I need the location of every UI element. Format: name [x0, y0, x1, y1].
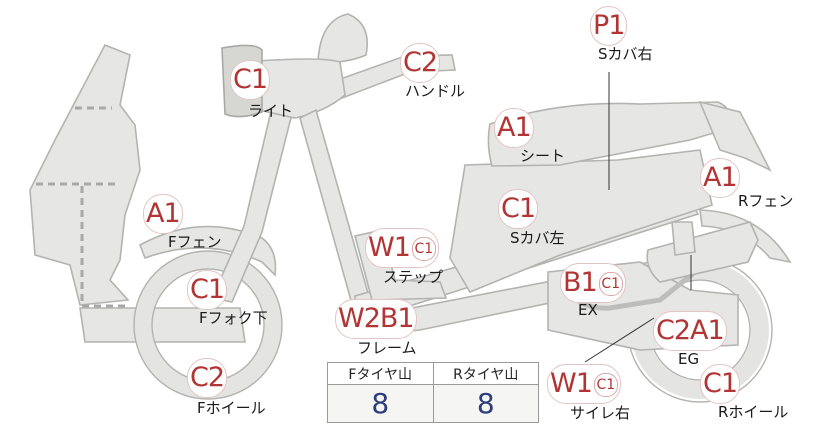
seat-cover-right-label: Sカバ右 [598, 45, 653, 63]
side-cover-shape [449, 149, 713, 294]
seat-cover-left-code-badge[interactable]: C1 [498, 189, 539, 229]
front-fender-code-badge[interactable]: A1 [143, 194, 183, 234]
handle-code-badge[interactable]: C2 [400, 43, 441, 83]
rear-wheel-code-badge[interactable]: C1 [700, 364, 741, 404]
rear-wheel-label: Rホイール [718, 403, 789, 421]
seat-cover-right-code-badge[interactable]: P1 [590, 6, 628, 46]
seat-cover-left-label: Sカバ左 [510, 229, 565, 247]
leg-shield-shape [29, 43, 141, 306]
tail-shape [698, 100, 772, 172]
windshield-shape [317, 13, 368, 64]
tyre-tread-table: Fタイヤ山 Rタイヤ山 8 8 [327, 362, 539, 423]
floor-board-shape [79, 307, 246, 343]
rear-tyre-header: Rタイヤ山 [432, 362, 539, 385]
muffler-right-sub-code-badge: C1 [593, 372, 618, 397]
rear-fender-label: Rフェン [738, 192, 794, 210]
engine-label: EG [678, 350, 700, 368]
muffler-shape [646, 221, 759, 283]
front-fender-label: Fフェン [168, 233, 222, 251]
frame-label: フレーム [357, 339, 417, 357]
front-fork-code-badge[interactable]: C1 [187, 270, 228, 310]
light-label: ライト [248, 102, 294, 120]
front-wheel-label: Fホイール [197, 399, 266, 417]
muffler-right-label: サイレ右 [570, 404, 631, 422]
muffler-bracket-shape [671, 221, 696, 256]
handle-label: ハンドル [405, 82, 466, 100]
seat-label: シート [520, 147, 566, 165]
seat-code-badge[interactable]: A1 [494, 108, 534, 148]
front-tyre-value[interactable]: 8 [327, 384, 434, 423]
exhaust-label: EX [578, 301, 598, 319]
rear-fender-code-badge[interactable]: A1 [700, 158, 740, 198]
front-wheel-code-badge[interactable]: C2 [187, 358, 228, 398]
front-wheel-edge [133, 250, 283, 400]
front-fork-label: Fフォク下 [199, 309, 268, 327]
front-tyre-header: Fタイヤ山 [327, 362, 434, 385]
frame-code-badge[interactable]: W2B1 [335, 299, 417, 339]
step-sub-code-badge: C1 [411, 236, 436, 261]
tyre-table-value-row: 8 8 [327, 384, 539, 423]
rear-tyre-value[interactable]: 8 [432, 384, 539, 423]
leader-line [584, 317, 655, 363]
engine-code-badge[interactable]: C2A1 [653, 311, 727, 351]
tyre-table-header-row: Fタイヤ山 Rタイヤ山 [327, 362, 539, 385]
step-label: ステップ [383, 268, 444, 286]
light-code-badge[interactable]: C1 [230, 60, 271, 100]
exhaust-sub-code-badge: C1 [598, 271, 623, 296]
leg-shield-dash [80, 186, 128, 308]
frame-down-tube-shape [299, 108, 372, 305]
